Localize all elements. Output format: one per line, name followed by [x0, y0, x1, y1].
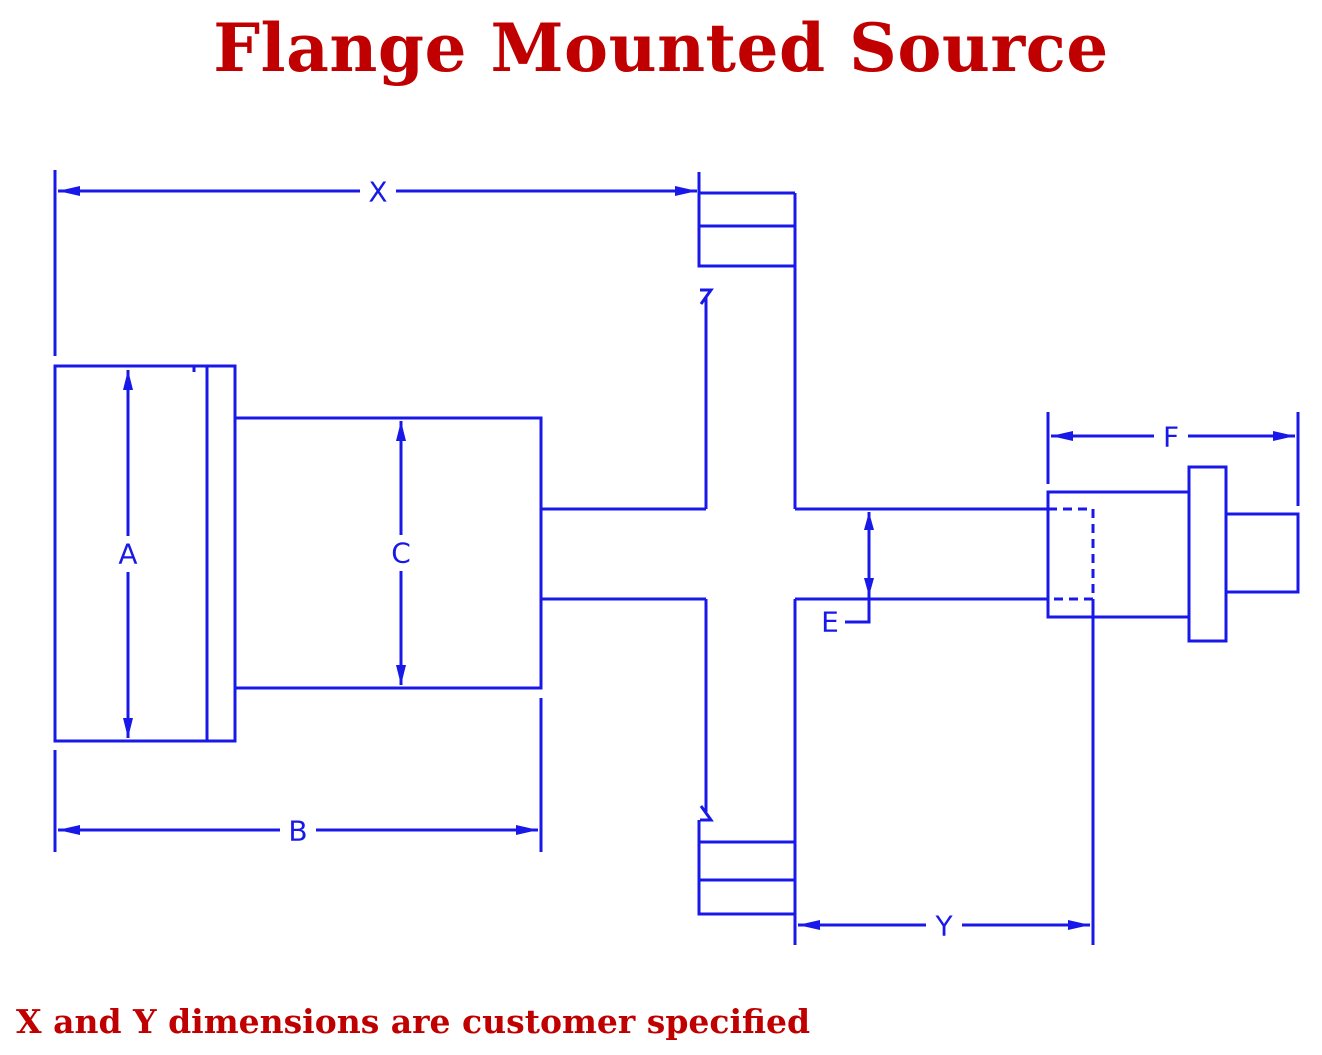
shaft [541, 507, 1048, 601]
middle-cylinder [235, 416, 543, 690]
dimension-b-label: B [288, 815, 307, 848]
dimension-f-label: F [1163, 421, 1179, 454]
dimension-e: E [821, 512, 874, 639]
dimension-y-label: Y [934, 910, 953, 943]
dimension-a-label: A [118, 538, 137, 571]
dimension-c-label: C [391, 537, 411, 570]
dimension-x: X [53, 170, 697, 356]
dimension-c: C [391, 421, 411, 685]
flange [697, 172, 797, 945]
dimension-b: B [53, 698, 543, 852]
dimension-e-label: E [821, 606, 839, 639]
source-body [53, 364, 237, 743]
dimension-y: Y [798, 599, 1095, 945]
dimension-a: A [118, 370, 138, 738]
page-title: Flange Mounted Source [213, 9, 1109, 87]
footnote: X and Y dimensions are customer specifie… [16, 1002, 811, 1041]
dimension-x-label: X [368, 176, 387, 209]
dimension-f: F [1046, 412, 1300, 506]
end-fitting [1046, 465, 1300, 643]
